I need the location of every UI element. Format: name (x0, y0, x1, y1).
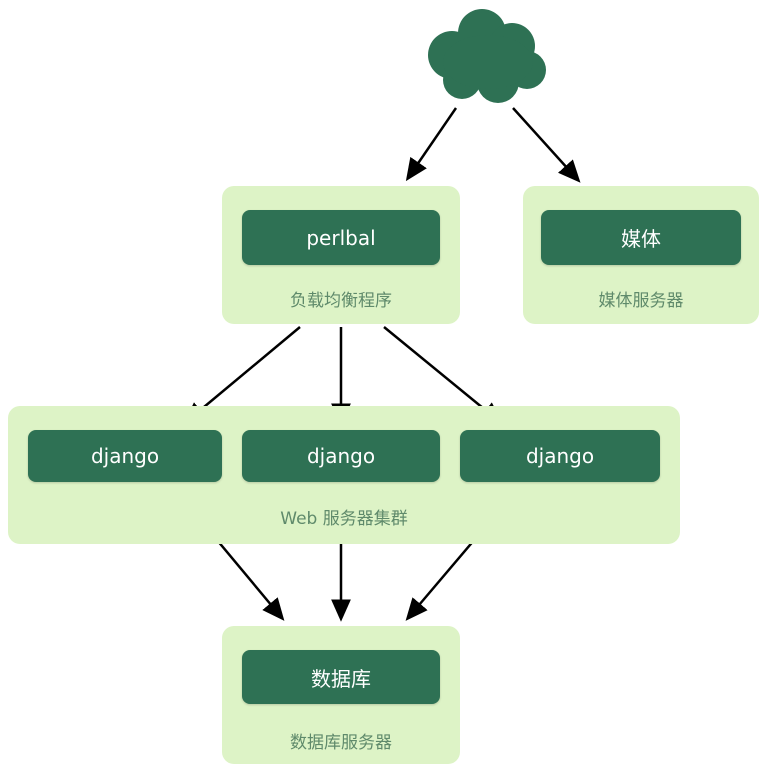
django-node-3: django (460, 430, 660, 482)
database-node: 数据库 (242, 650, 440, 704)
perlbal-node: perlbal (242, 210, 440, 265)
media-node-label: 媒体 (621, 227, 661, 251)
loadbalancer-group: perlbal 负载均衡程序 (222, 186, 460, 324)
web-cluster-group: django django django Web 服务器集群 (8, 406, 680, 544)
django-node-2: django (242, 430, 440, 482)
perlbal-node-label: perlbal (306, 225, 376, 250)
django-node-2-label: django (306, 444, 376, 468)
database-group: 数据库 数据库服务器 (222, 626, 460, 764)
media-caption: 媒体服务器 (598, 291, 684, 311)
django-node-3-label: django (525, 444, 595, 468)
database-node-label: 数据库 (311, 666, 371, 691)
web-cluster-caption: Web 服务器集群 (280, 509, 408, 529)
django-node-1-label: django (90, 444, 160, 468)
internet-cloud-icon (428, 9, 546, 103)
arrow-cloud-to-loadbalancer (405, 107, 458, 182)
database-caption: 数据库服务器 (290, 733, 392, 753)
media-group: 媒体 媒体服务器 (523, 186, 759, 324)
loadbalancer-caption: 负载均衡程序 (290, 291, 392, 311)
media-node: 媒体 (541, 210, 741, 265)
django-node-1: django (28, 430, 222, 482)
arrow-cloud-to-media (512, 107, 581, 183)
